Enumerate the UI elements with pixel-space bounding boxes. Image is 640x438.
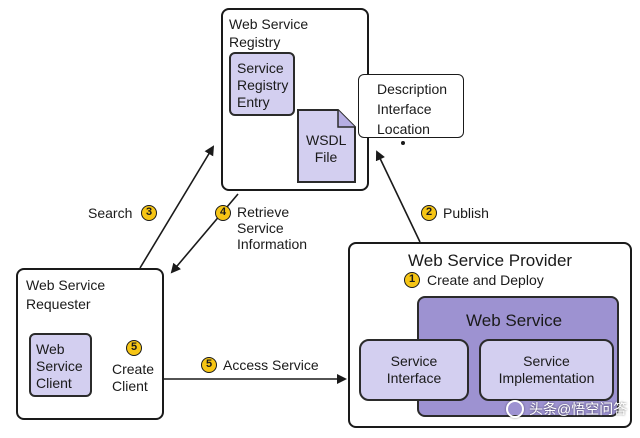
retrieve-arrow bbox=[170, 193, 239, 274]
web-service-client: Web Service Client bbox=[29, 333, 92, 397]
registry-title: Web Service Registry bbox=[229, 16, 309, 50]
service-implementation: Service Implementation bbox=[479, 339, 614, 401]
callout-pointer-dot bbox=[401, 141, 405, 145]
service-registry-entry: Service Registry Entry bbox=[229, 52, 295, 116]
provider-title: Web Service Provider bbox=[408, 251, 573, 270]
watermark: 头条@悟空问答 bbox=[506, 396, 630, 422]
description-callout: Description Interface Location bbox=[358, 74, 464, 138]
wsdl-label-line1: WSDL bbox=[306, 132, 347, 148]
step-badge-1: 1 bbox=[404, 272, 420, 288]
callout-description: Description bbox=[377, 81, 448, 97]
watermark-text: 头条@悟空问答 bbox=[529, 401, 628, 417]
create-client-label: Create Client bbox=[112, 361, 155, 394]
wsdl-file: WSDL File bbox=[297, 109, 356, 183]
step-badge-3: 3 bbox=[141, 205, 157, 221]
search-arrow bbox=[139, 145, 215, 269]
retrieve-label: Retrieve Service Information bbox=[237, 204, 308, 252]
create-deploy-label: Create and Deploy bbox=[427, 272, 544, 288]
service-interface: Service Interface bbox=[359, 339, 469, 401]
web-service-title: Web Service bbox=[466, 311, 563, 330]
search-label: Search bbox=[88, 205, 133, 221]
step-badge-5-create: 5 bbox=[126, 340, 142, 356]
access-service-label: Access Service bbox=[223, 357, 319, 373]
wsdl-file-icon bbox=[297, 109, 356, 183]
requester-title: Web Service Requester bbox=[26, 277, 106, 312]
watermark-logo-icon bbox=[506, 400, 524, 418]
callout-location: Location bbox=[377, 121, 430, 137]
publish-label: Publish bbox=[443, 205, 489, 221]
wsdl-label-line2: File bbox=[314, 149, 338, 165]
publish-arrow bbox=[375, 150, 421, 243]
step-badge-4: 4 bbox=[215, 205, 231, 221]
callout-interface: Interface bbox=[377, 101, 432, 117]
step-badge-2: 2 bbox=[421, 205, 437, 221]
step-badge-5-access: 5 bbox=[201, 357, 217, 373]
